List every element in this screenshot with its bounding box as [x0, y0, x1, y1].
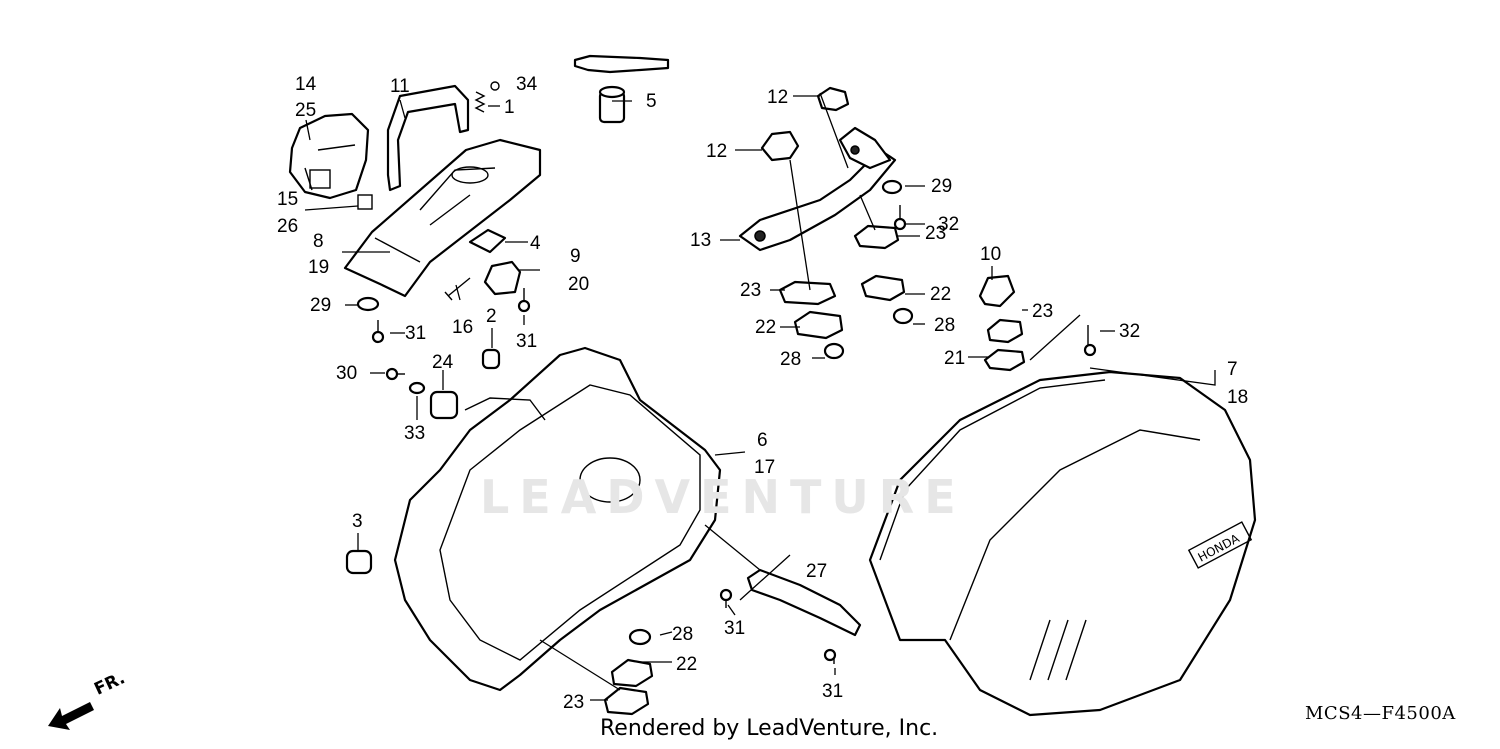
callout-label: 11 — [390, 76, 410, 97]
rod-part — [444, 277, 471, 301]
knob-part — [481, 348, 501, 370]
gasket-part — [468, 228, 507, 254]
nut-parts — [628, 179, 1097, 646]
callout-label: 31 — [405, 323, 426, 344]
cap-part — [345, 549, 373, 575]
saddlebag-body-part — [393, 346, 722, 692]
stay-screws — [719, 588, 837, 664]
callout-label: 22 — [755, 317, 776, 338]
clip-part — [357, 194, 373, 210]
callout-label: 29 — [310, 295, 331, 316]
callout-label: 33 — [404, 423, 425, 444]
callout-label: 25 — [295, 100, 316, 121]
callout-label: 16 — [452, 317, 473, 338]
callout-label: 22 — [930, 284, 951, 305]
callout-label: 3 — [352, 511, 363, 532]
stay-part — [746, 568, 862, 637]
spring-part — [474, 81, 500, 113]
handle-part — [386, 84, 470, 192]
plate-parts — [603, 224, 1026, 716]
callout-label: 23 — [740, 280, 761, 301]
callout-label: 32 — [1119, 321, 1140, 342]
callout-label: 15 — [277, 189, 298, 210]
callout-label: 34 — [516, 74, 538, 95]
callout-label: 20 — [568, 274, 589, 295]
key-lock-part — [573, 54, 670, 124]
bracket-part — [483, 260, 522, 296]
latch-part — [760, 130, 800, 162]
callout-label: 9 — [570, 246, 581, 267]
callout-label: 2 — [486, 306, 497, 327]
upper-cover-part — [288, 112, 370, 200]
callout-label: 28 — [780, 349, 801, 370]
callout-label: 18 — [1227, 387, 1248, 408]
leader-lines — [304, 92, 1216, 701]
callout-label: 31 — [822, 681, 843, 702]
callout-label: 10 — [980, 244, 1001, 265]
callout-label: 27 — [806, 561, 827, 582]
bracket-10-part — [978, 274, 1016, 308]
saddlebag-lid-part: HONDA — [868, 370, 1257, 717]
callout-label: 28 — [934, 315, 955, 336]
callout-label: 23 — [563, 692, 584, 713]
callout-label: 14 — [295, 74, 317, 95]
callout-label: 23 — [925, 223, 946, 244]
callout-label: 7 — [1227, 359, 1238, 380]
render-credit: Rendered by LeadVenture, Inc. — [600, 716, 939, 741]
callout-label: 6 — [757, 430, 768, 451]
callout-label: 5 — [646, 91, 657, 112]
callout-label: 32 — [938, 214, 959, 235]
callout-label: 19 — [308, 257, 329, 278]
callout-label: 21 — [944, 348, 965, 369]
callout-label: 22 — [676, 654, 697, 675]
callout-label: 8 — [313, 231, 324, 252]
callout-label: 26 — [277, 216, 298, 237]
callout-labels: 14 25 11 34 1 5 15 26 8 19 4 9 20 29 31 … — [277, 74, 1248, 713]
damper-part — [408, 381, 459, 420]
callout-label: 28 — [672, 624, 693, 645]
front-arrow-icon — [48, 702, 94, 730]
callout-label: 17 — [754, 457, 775, 478]
screw-parts — [356, 288, 531, 381]
callout-label: 4 — [530, 233, 541, 254]
callout-label: 31 — [516, 331, 537, 352]
callout-label: 12 — [706, 141, 727, 162]
callout-label: 30 — [336, 363, 357, 384]
callout-label: 13 — [690, 230, 711, 251]
callout-label: 12 — [767, 87, 788, 108]
latch-part — [816, 86, 850, 112]
watermark: LEADVENTURE — [480, 470, 966, 524]
diagram-code: MCS4—F4500A — [1305, 703, 1456, 724]
callout-label: 24 — [432, 352, 454, 373]
callout-label: 31 — [724, 618, 745, 639]
callout-label: 29 — [931, 176, 952, 197]
callout-label: 23 — [1032, 301, 1053, 322]
callout-label: 1 — [504, 97, 515, 118]
frame-rail-part — [738, 126, 897, 252]
top-panel-part — [343, 138, 542, 298]
